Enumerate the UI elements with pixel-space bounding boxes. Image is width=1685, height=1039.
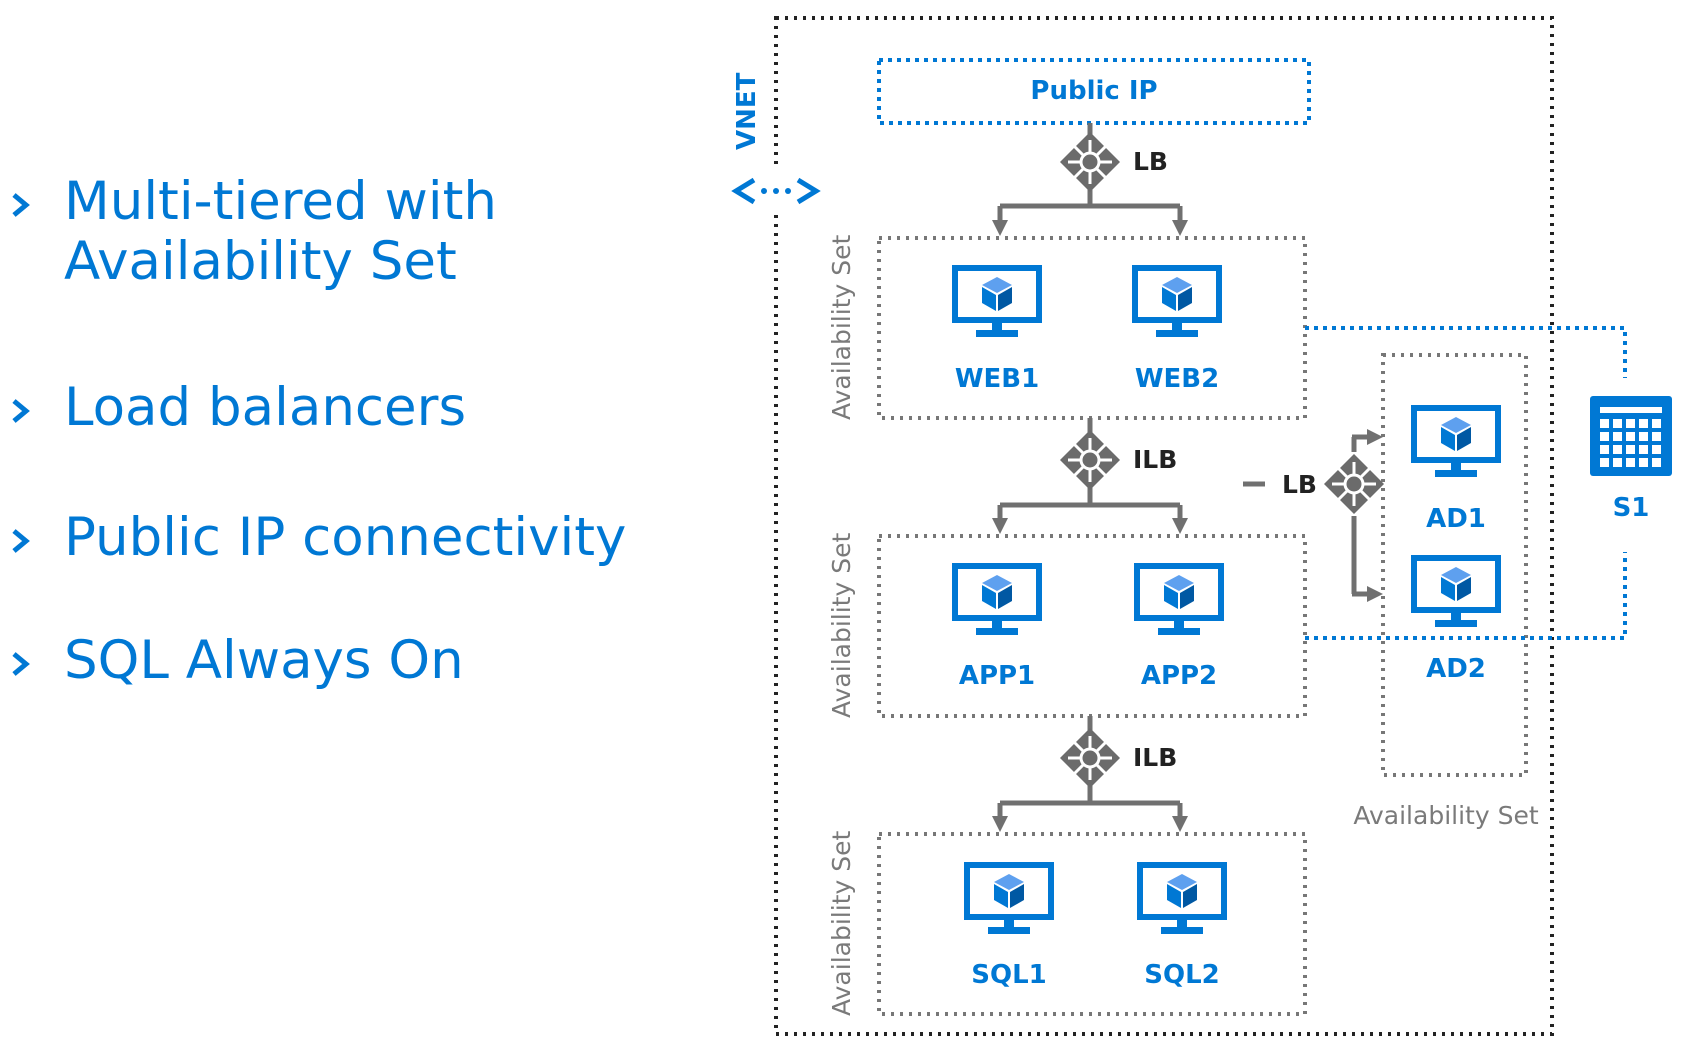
storage-grid-cell [1600,432,1609,441]
availability-set-app [877,534,1307,718]
bullet-text: Public IP connectivity [64,507,627,568]
storage-grid-cell [1652,419,1661,428]
vnet-icon [731,168,821,212]
vm-label-ad2: AD2 [1426,654,1486,684]
storage-grid-cell [1600,458,1609,467]
availability-set-label: Availability Set [1353,801,1538,830]
storage-grid-cell [1652,458,1661,467]
internal-load-balancer-icon [1058,726,1122,790]
storage-grid-cell [1613,419,1622,428]
vm-icon [1414,408,1498,477]
vm-label-app1: APP1 [959,661,1035,691]
vm-icon [1414,558,1498,627]
load-balancer-icon [1058,130,1122,194]
lb-label: LB [1133,147,1168,176]
load-balancer-icon [1322,452,1386,516]
storage-grid-cell [1639,419,1648,428]
ilb-label: ILB [1133,445,1177,474]
storage-grid-cell [1613,432,1622,441]
vnet-boundary [774,16,1554,1036]
availability-set-label: Availability Set [827,533,856,718]
storage-grid-cell [1639,458,1648,467]
storage-label: S1 [1613,493,1650,523]
chevron-right-icon [12,193,30,217]
vm-label-sql2: SQL2 [1144,960,1220,990]
storage-grid-cell [1652,445,1661,454]
vm-label-app2: APP2 [1141,661,1217,691]
vm-icon [955,268,1039,337]
storage-grid-cell [1639,445,1648,454]
vm-label-web2: WEB2 [1135,364,1219,394]
storage-grid-cell [1613,445,1622,454]
availability-set-label: Availability Set [827,235,856,420]
lb-label: LB [1282,470,1317,499]
public-ip-label: Public IP [1030,76,1157,106]
storage-grid-cell [1639,432,1648,441]
public-ip-box [877,58,1311,125]
bullet-text: SQL Always On [64,630,464,691]
vm-icon [1140,865,1224,934]
bullet-text: Load balancers [64,377,467,438]
storage-grid-icon [1590,396,1672,476]
storage-grid-cell [1626,445,1635,454]
internal-load-balancer-icon [1058,428,1122,492]
vnet-label: VNET [732,72,762,150]
vm-label-web1: WEB1 [955,364,1039,394]
bullet-line: Availability Set [64,231,457,292]
storage-grid-cell [1600,445,1609,454]
availability-set-sql [877,832,1307,1016]
vm-icon [967,865,1051,934]
chevron-right-icon [12,529,30,553]
bullet-text: Multi-tiered with Availability Set [64,172,497,292]
storage-grid-cell [1626,419,1635,428]
availability-set-label: Availability Set [827,831,856,1016]
ilb-label: ILB [1133,743,1177,772]
storage-link-top [1305,326,1627,378]
chevron-right-icon [12,399,30,423]
vm-icon [1137,566,1221,635]
bullet-list: Multi-tiered with Availability Set Load … [0,0,700,1039]
storage-grid-cell [1626,432,1635,441]
bullet-line: Multi-tiered with [64,171,497,232]
chevron-right-icon [12,652,30,676]
storage-grid-cell [1613,458,1622,467]
vm-label-sql1: SQL1 [971,960,1047,990]
vm-label-ad1: AD1 [1426,504,1486,534]
storage-grid-cell [1626,458,1635,467]
storage-grid-cell [1652,432,1661,441]
vm-icon [955,566,1039,635]
vm-icon [1135,268,1219,337]
availability-set-ad [1381,353,1528,777]
storage-grid-cell [1600,419,1609,428]
availability-set-web [877,236,1307,420]
